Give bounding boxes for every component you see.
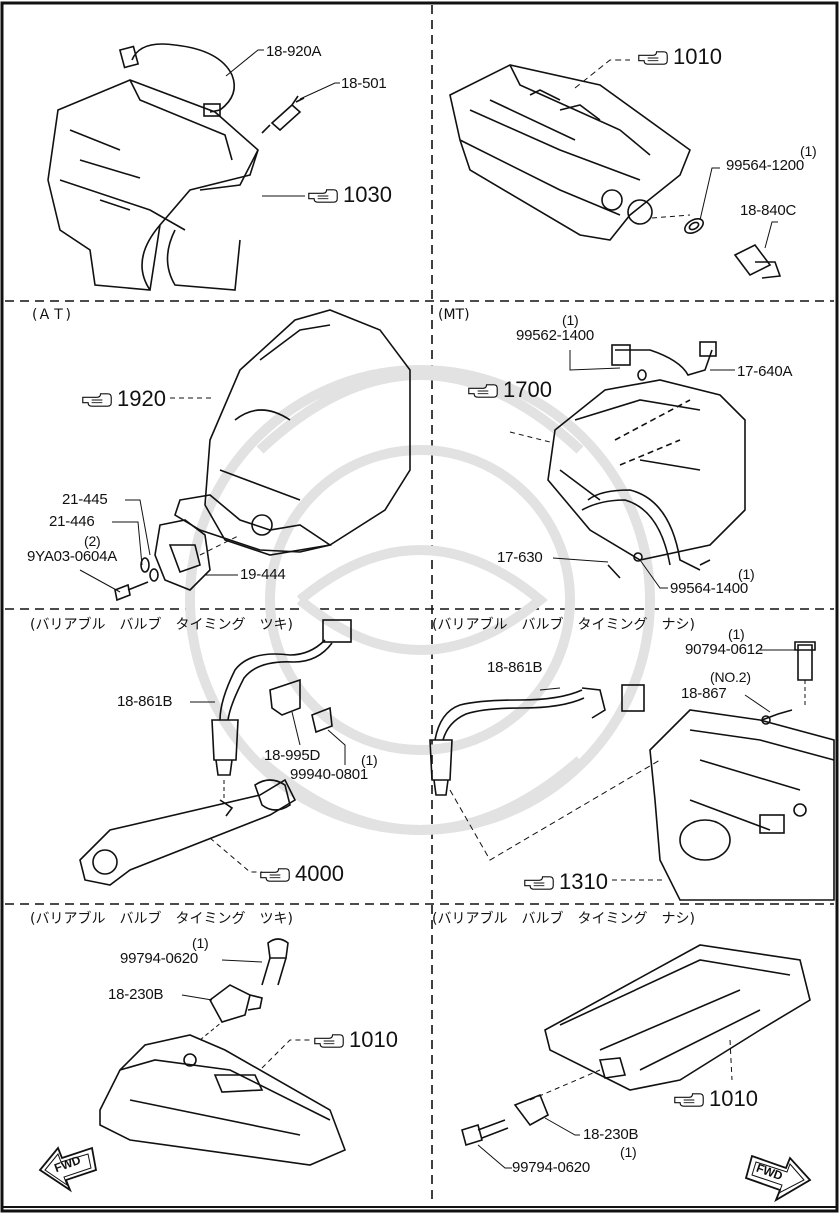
part-label: 99794-0620 [120, 950, 199, 967]
reference-link[interactable]: 1010 [636, 45, 722, 69]
quantity-label: (1) [800, 143, 817, 159]
reference-link[interactable]: 1010 [312, 1028, 398, 1052]
reference-link[interactable]: 4000 [258, 862, 344, 886]
quantity-label: (1) [562, 312, 579, 328]
reference-number: 1310 [559, 869, 608, 894]
quantity-label: (1) [192, 935, 209, 951]
quantity-label: (1) [361, 752, 378, 768]
part-label: 18-230B [583, 1126, 639, 1143]
part-label: 18-230B [108, 986, 164, 1003]
part-label: 99564-1400 [670, 580, 749, 597]
part-label: 90794-0612 [685, 641, 764, 658]
pointing-hand-icon [468, 384, 498, 398]
reference-number: 1010 [673, 44, 722, 69]
reference-number: 1010 [709, 1086, 758, 1111]
reference-link[interactable]: 1310 [522, 870, 608, 894]
part-label: 99940-0801 [290, 766, 369, 783]
reference-link[interactable]: 1700 [466, 378, 552, 402]
section-title: (ＡＴ) [32, 307, 71, 323]
part-label: 18-995D [264, 747, 321, 764]
part-label: 18-840C [740, 202, 797, 219]
quantity-label: (1) [620, 1144, 637, 1160]
quantity-label: (1) [738, 566, 755, 582]
reference-number: 1030 [343, 182, 392, 207]
reference-link[interactable]: 1030 [306, 183, 392, 207]
pointing-hand-icon [674, 1093, 704, 1107]
pointing-hand-icon [82, 393, 112, 407]
pointing-hand-icon [638, 51, 668, 65]
pointing-hand-icon [308, 189, 338, 203]
part-label: 19-444 [240, 566, 286, 583]
part-label: 18-861B [117, 693, 173, 710]
section-title: (MT) [438, 307, 470, 323]
part-label: 21-446 [49, 513, 95, 530]
part-label: 18-861B [487, 659, 543, 676]
reference-link[interactable]: 1010 [672, 1087, 758, 1111]
section-title: (バリアブル バルブ タイミング ツキ) [30, 617, 293, 633]
quantity-label: (1) [728, 626, 745, 642]
quantity-label: (2) [84, 533, 101, 549]
part-label: 18-501 [341, 75, 387, 92]
part-label: 99794-0620 [512, 1159, 591, 1176]
part-label: 17-630 [497, 549, 543, 566]
part-label: 17-640A [737, 363, 793, 380]
fwd-arrow-left-icon [38, 1146, 98, 1193]
reference-number: 1010 [349, 1027, 398, 1052]
quantity-label: (NO.2) [710, 669, 751, 685]
part-label: 21-445 [62, 491, 108, 508]
section-title: (バリアブル バルブ タイミング ツキ) [30, 911, 293, 927]
part-label: 18-867 [681, 685, 727, 702]
part-label: 18-920A [266, 43, 322, 60]
part-label: 99564-1200 [726, 157, 805, 174]
pointing-hand-icon [260, 868, 290, 882]
section-title: (バリアブル バルブ タイミング ナシ) [432, 911, 695, 927]
part-label: 9YA03-0604A [27, 548, 118, 565]
reference-link[interactable]: 1920 [80, 387, 166, 411]
reference-number: 4000 [295, 861, 344, 886]
fwd-arrow-right-icon [744, 1154, 812, 1203]
watermark-seal [185, 365, 655, 835]
part-label: 99562-1400 [516, 327, 595, 344]
pointing-hand-icon [524, 876, 554, 890]
reference-number: 1700 [503, 377, 552, 402]
reference-number: 1920 [117, 386, 166, 411]
pointing-hand-icon [314, 1034, 344, 1048]
section-title: (バリアブル バルブ タイミング ナシ) [432, 617, 695, 633]
